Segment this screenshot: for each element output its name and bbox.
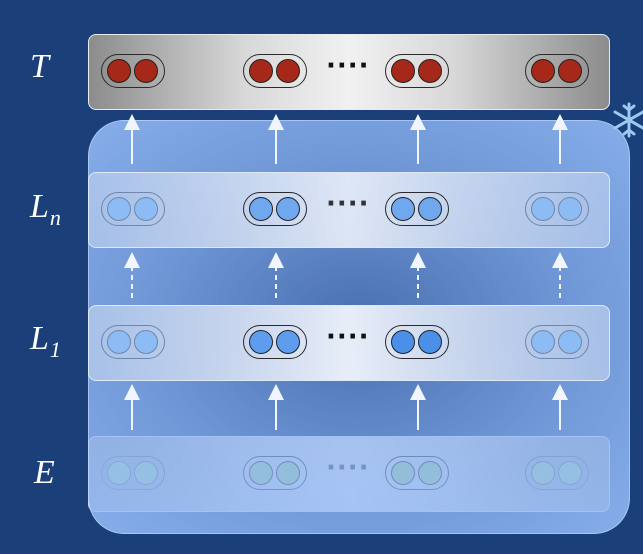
top-neuron (418, 58, 442, 83)
top-neuron (531, 58, 555, 83)
top-neuron (276, 58, 300, 83)
layer-1-unit (385, 325, 449, 359)
layer-n-ellipsis: ···· (326, 189, 370, 219)
layer-1-neuron (107, 329, 131, 354)
layer-1-neuron (276, 329, 300, 354)
layer-1-neuron (418, 329, 442, 354)
layer-n-neuron (134, 196, 158, 221)
layer-1-unit (525, 325, 589, 359)
top-neuron (249, 58, 273, 83)
top-unit (525, 54, 589, 88)
layer-1-neuron (249, 329, 273, 354)
layer-n-neuron (531, 196, 555, 221)
layer-1-unit (101, 325, 165, 359)
layer-n-neuron (276, 196, 300, 221)
snowflake-icon (613, 102, 643, 138)
layer-1-ellipsis: ···· (326, 322, 370, 352)
top-ellipsis: ···· (326, 51, 370, 81)
top-unit (243, 54, 307, 88)
label-Ln: Ln (30, 188, 61, 230)
label-T: T (30, 48, 49, 85)
top-neuron (558, 58, 582, 83)
label-E: E (34, 454, 55, 491)
layer-n-bar: ···· (88, 172, 610, 248)
layer-n-neuron (391, 196, 415, 221)
top-unit (101, 54, 165, 88)
layer-n-neuron (418, 196, 442, 221)
layer-1-neuron (531, 329, 555, 354)
layer-n-unit (525, 192, 589, 226)
layer-1-neuron (134, 329, 158, 354)
layer-n-neuron (249, 196, 273, 221)
layer-n-neuron (107, 196, 131, 221)
label-L1: L1 (30, 320, 61, 362)
layer-n-unit (243, 192, 307, 226)
layer-1-bar: ···· (88, 305, 610, 381)
layer-1-neuron (558, 329, 582, 354)
top-neuron (391, 58, 415, 83)
layer-n-unit (101, 192, 165, 226)
layer-1-unit (243, 325, 307, 359)
top-neuron (134, 58, 158, 83)
top-unit (385, 54, 449, 88)
top-neuron (107, 58, 131, 83)
top-layer-bar: ···· (88, 34, 610, 110)
layer-n-neuron (558, 196, 582, 221)
layer-1-neuron (391, 329, 415, 354)
layer-n-unit (385, 192, 449, 226)
